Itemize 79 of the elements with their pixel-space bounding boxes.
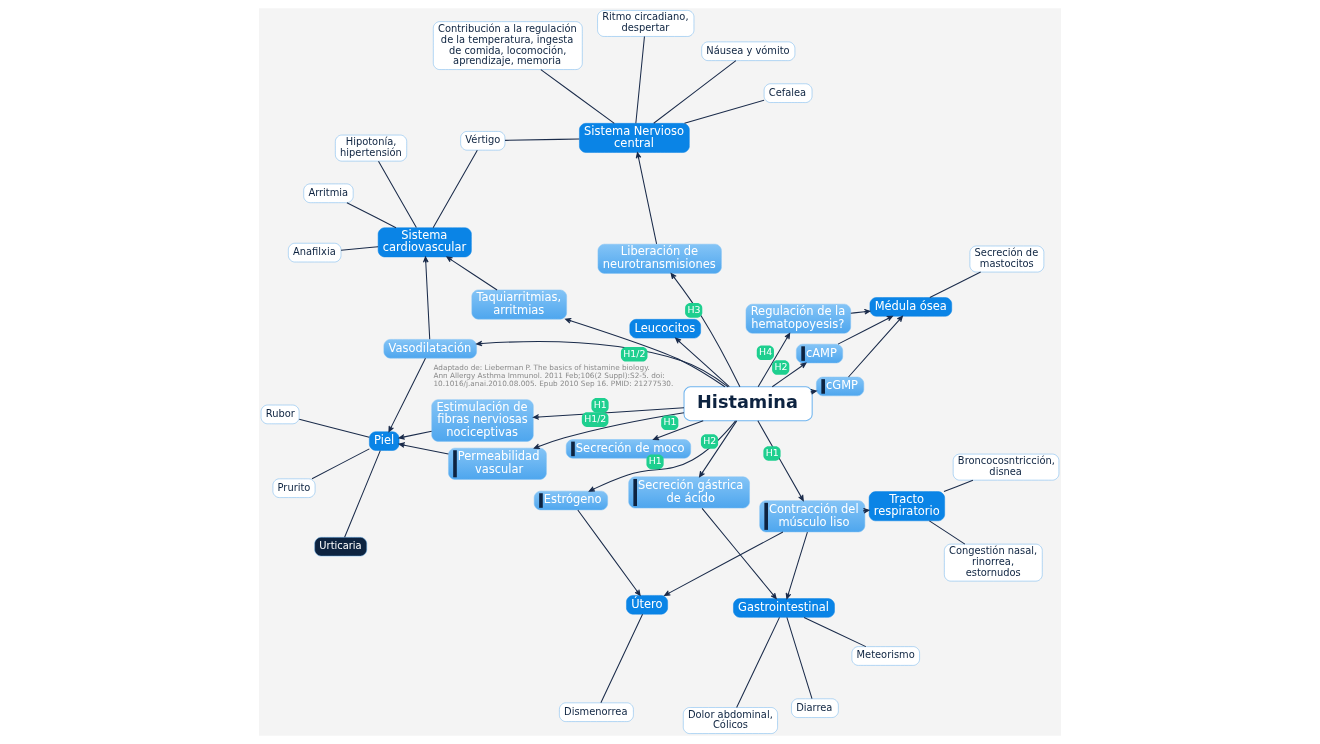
edge-label: H2 bbox=[703, 434, 717, 446]
connector bbox=[635, 36, 645, 124]
node-box: Náusea y vómito bbox=[701, 41, 796, 61]
connector bbox=[298, 418, 370, 438]
node-box: Taquiarritmias, arritmias bbox=[471, 289, 567, 320]
node-box: Estimulación de fibras nerviosas nociceptivas bbox=[431, 399, 534, 442]
node-box: Urticaria bbox=[314, 537, 367, 557]
arrow bbox=[398, 442, 449, 455]
connector bbox=[803, 616, 867, 648]
arrow bbox=[670, 272, 741, 388]
node-box: Arritmia bbox=[303, 183, 354, 203]
arrow bbox=[850, 308, 871, 315]
connector bbox=[600, 613, 644, 704]
arrow bbox=[588, 420, 737, 492]
node-box: Congestión nasal, rinorrea, estornudos bbox=[944, 543, 1043, 582]
edge-label: H3 bbox=[687, 303, 701, 315]
arrow bbox=[652, 420, 704, 441]
arrow bbox=[446, 256, 498, 291]
edge-label: H1 bbox=[765, 446, 779, 458]
node-box: Anafilxia bbox=[288, 243, 342, 263]
connector bbox=[683, 99, 765, 124]
arrow bbox=[398, 430, 433, 440]
node-box: Diarrea bbox=[791, 698, 839, 718]
connector bbox=[736, 616, 780, 709]
connector bbox=[943, 479, 974, 493]
arrow bbox=[388, 357, 426, 433]
node-box: Liberación de neurotransmisiones bbox=[597, 243, 722, 274]
connector bbox=[432, 149, 478, 229]
arrow bbox=[847, 315, 903, 378]
connector bbox=[311, 448, 370, 480]
edge-label: H2 bbox=[774, 360, 788, 372]
connector bbox=[929, 271, 982, 298]
connector bbox=[344, 450, 381, 538]
node-box: Secreción de mastocitos bbox=[969, 245, 1045, 273]
node-box: Dismenorrea bbox=[559, 702, 634, 722]
arrow bbox=[837, 315, 893, 345]
edge-label: H1 bbox=[663, 416, 677, 428]
node-box: Regulación de la hematopoyesis? bbox=[745, 303, 851, 334]
node-box: Cefalea bbox=[763, 83, 813, 103]
node-box: Médula ósea bbox=[869, 297, 952, 317]
node-box: Contribución a la regulación de la temperatura, ingesta de comida, locomoción, aprendizaje, memoria bbox=[433, 21, 583, 70]
connector bbox=[540, 69, 615, 124]
connector bbox=[378, 160, 417, 229]
node-box: Ritmo circadiano, despertar bbox=[597, 10, 695, 37]
node-box: Leucocitos bbox=[629, 319, 701, 339]
node-box: Sistema cardiovascular bbox=[377, 227, 472, 258]
node-box: Tracto respiratorio bbox=[868, 491, 945, 522]
arrow bbox=[785, 531, 808, 600]
node-box: Hipotonía, hipertensión bbox=[335, 134, 407, 162]
edge-label: H1 bbox=[648, 455, 662, 467]
node-box: Vasodilatación bbox=[383, 339, 477, 359]
edge-label: H1/2 bbox=[623, 347, 646, 359]
node-box: Meteorismo bbox=[851, 646, 920, 666]
node-box: Vértigo bbox=[460, 131, 506, 151]
node-box: Dolor abdominal, Cólicos bbox=[683, 707, 778, 734]
edge-label: H1/2 bbox=[584, 412, 607, 424]
arrow bbox=[422, 256, 431, 340]
edge-label: H1 bbox=[593, 398, 607, 410]
connector bbox=[653, 60, 737, 124]
connector bbox=[504, 138, 580, 141]
node-box: Piel bbox=[369, 431, 400, 451]
connector bbox=[340, 246, 379, 251]
arrow bbox=[675, 337, 730, 388]
node-box: Sistema Nervioso central bbox=[579, 123, 690, 153]
node-box: Gastrointestinal bbox=[733, 598, 835, 618]
arrow bbox=[577, 509, 641, 596]
arrow bbox=[757, 420, 804, 502]
connector bbox=[786, 616, 813, 700]
node-box: Broncocosntricción, disnea bbox=[952, 453, 1060, 481]
arrow bbox=[476, 340, 729, 388]
edge-label: H4 bbox=[759, 346, 773, 358]
node-box: Útero bbox=[626, 595, 668, 615]
node-box: Prurito bbox=[272, 478, 316, 498]
arrow bbox=[701, 507, 777, 600]
connector bbox=[346, 202, 397, 229]
connector bbox=[928, 520, 966, 545]
arrow bbox=[635, 152, 658, 245]
arrow bbox=[664, 531, 784, 596]
node-box: Rubor bbox=[260, 404, 300, 425]
